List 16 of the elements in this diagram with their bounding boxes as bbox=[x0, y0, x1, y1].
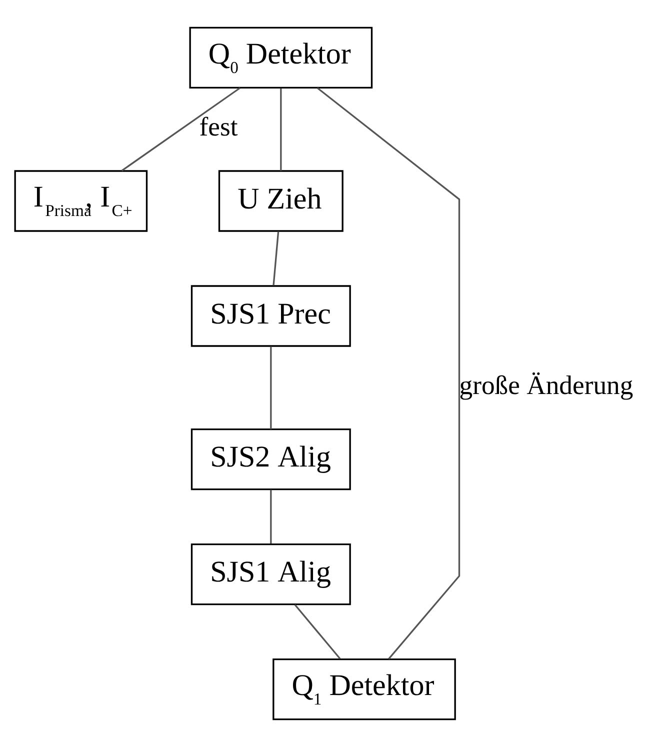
connector bbox=[294, 604, 341, 660]
connector bbox=[280, 88, 282, 171]
connector bbox=[272, 231, 280, 286]
node-box: Q$_{0}$ Detektor bbox=[189, 26, 373, 88]
node-box: U Zieh bbox=[218, 170, 344, 232]
connector bbox=[121, 87, 240, 172]
node-box: SJS1 Alig bbox=[190, 544, 351, 606]
connector bbox=[270, 490, 272, 544]
node-box: Q$_{1}$ Detektor bbox=[272, 658, 456, 720]
connector bbox=[270, 346, 272, 430]
connector bbox=[316, 87, 460, 660]
edge-label: große Änderung bbox=[459, 370, 634, 400]
node-box: SJS1 Prec bbox=[190, 285, 351, 347]
node-box: I$_{Prisma}$, I$_{C+}$ bbox=[14, 170, 148, 232]
edge-label: fest bbox=[199, 112, 238, 142]
node-box: SJS2 Alig bbox=[190, 428, 351, 490]
